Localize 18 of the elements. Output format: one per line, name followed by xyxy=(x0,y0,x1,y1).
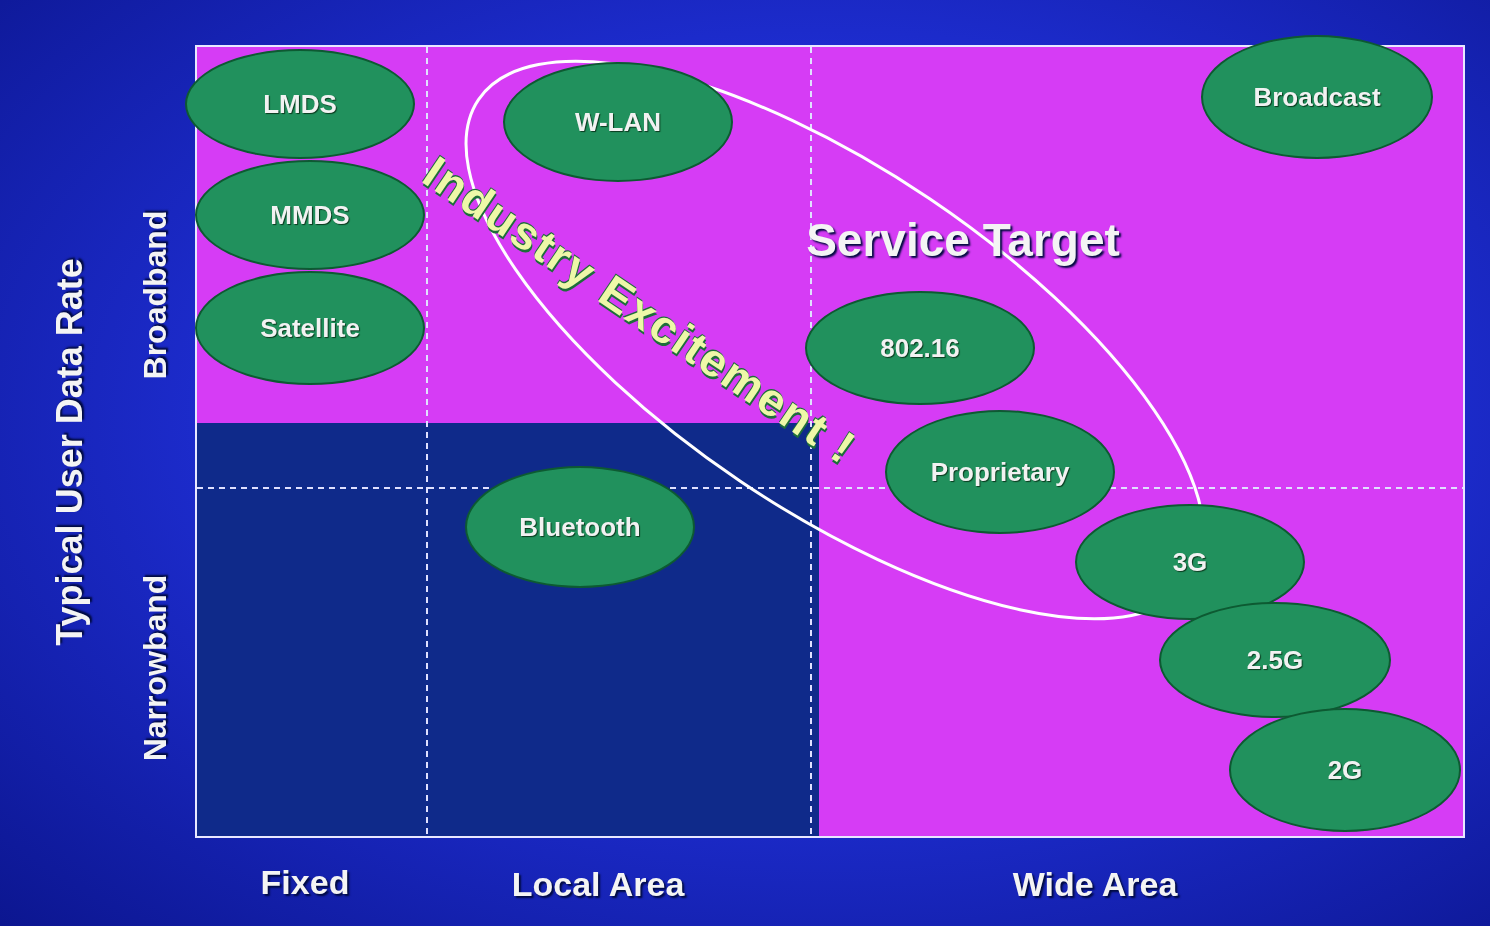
node-label: 3G xyxy=(1172,546,1208,578)
node-label: 2.5G xyxy=(1246,644,1304,676)
node-label: LMDS xyxy=(263,88,337,120)
node-label: Satellite xyxy=(260,312,360,344)
axis-category-label: Narrowband xyxy=(136,574,174,762)
axis-title: Typical User Data Rate xyxy=(49,258,91,646)
node-label: 2G xyxy=(1327,754,1363,786)
node-label: W-LAN xyxy=(574,106,662,138)
node-label: 802.16 xyxy=(880,332,960,364)
axis-category-label: Fixed xyxy=(260,862,350,902)
node-label: Broadcast xyxy=(1253,81,1381,113)
node-label: Proprietary xyxy=(930,456,1070,488)
region-title: Service Target xyxy=(806,213,1120,267)
axis-category-label: Broadband xyxy=(136,210,174,380)
axis-category-label: Wide Area xyxy=(1012,864,1178,904)
axis-category-label: Local Area xyxy=(511,864,685,904)
node-label: MMDS xyxy=(270,199,350,231)
node-label: Bluetooth xyxy=(519,511,641,543)
